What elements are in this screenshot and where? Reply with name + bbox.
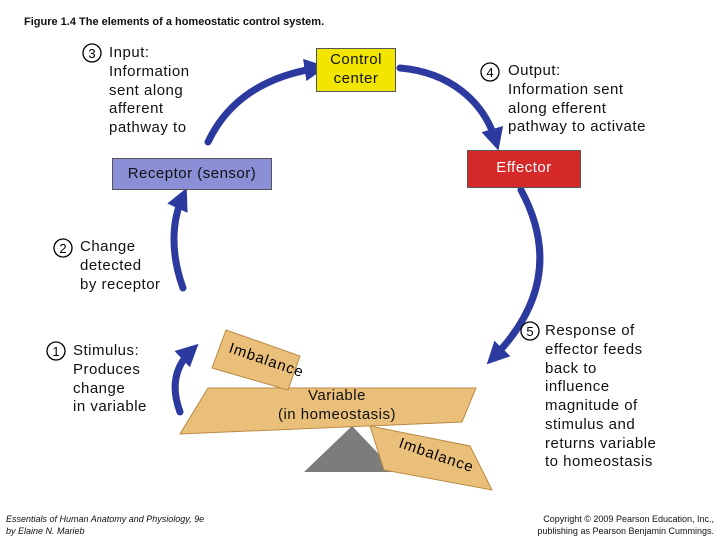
- arrow-input-to-control: [204, 58, 327, 146]
- step-number-2: 2: [59, 241, 66, 256]
- arrow-receptor-to-input: [167, 187, 188, 292]
- step-number-5: 5: [526, 324, 533, 339]
- feedback-loop-arrows: [167, 58, 544, 416]
- step-circle-4: 4: [480, 62, 500, 82]
- figure-title: Figure 1.4 The elements of a homeostatic…: [24, 16, 325, 28]
- control-center-box: Control center: [316, 48, 396, 92]
- imbalance-left-strip: [211, 329, 301, 391]
- step-4-text: Output: Information sent along efferent …: [508, 62, 646, 136]
- step-number-1: 1: [52, 344, 59, 359]
- step-5-text: Response of effector feeds back to influ…: [545, 322, 657, 471]
- step-circle-5: 5: [520, 321, 540, 341]
- step-2-text: Change detected by receptor: [80, 238, 161, 293]
- footer-book-credit: Essentials of Human Anatomy and Physiolo…: [6, 514, 205, 536]
- variable-label: Variable (in homeostasis): [277, 387, 397, 423]
- receptor-box: Receptor (sensor): [112, 158, 272, 190]
- arrow-control-to-output: [396, 64, 504, 151]
- step-circle-2: 2: [53, 238, 73, 258]
- imbalance-right-strip: [369, 425, 493, 491]
- effector-box: Effector: [467, 150, 581, 188]
- step-1-text: Stimulus: Produces change in variable: [73, 342, 147, 417]
- footer-copyright: Copyright © 2009 Pearson Education, Inc.…: [537, 514, 714, 536]
- step-number-4: 4: [486, 65, 493, 80]
- balance-beam: [179, 387, 477, 435]
- arrow-effector-to-response: [486, 186, 544, 365]
- step-number-circles: 1 2 3 4 5: [46, 43, 540, 361]
- step-3-text: Input: Information sent along afferent p…: [109, 44, 190, 136]
- step-circle-3: 3: [82, 43, 102, 63]
- step-number-3: 3: [88, 46, 95, 61]
- step-circle-1: 1: [46, 341, 66, 361]
- fulcrum-triangle: [304, 426, 396, 472]
- arrow-stimulus-to-receptor: [171, 343, 199, 416]
